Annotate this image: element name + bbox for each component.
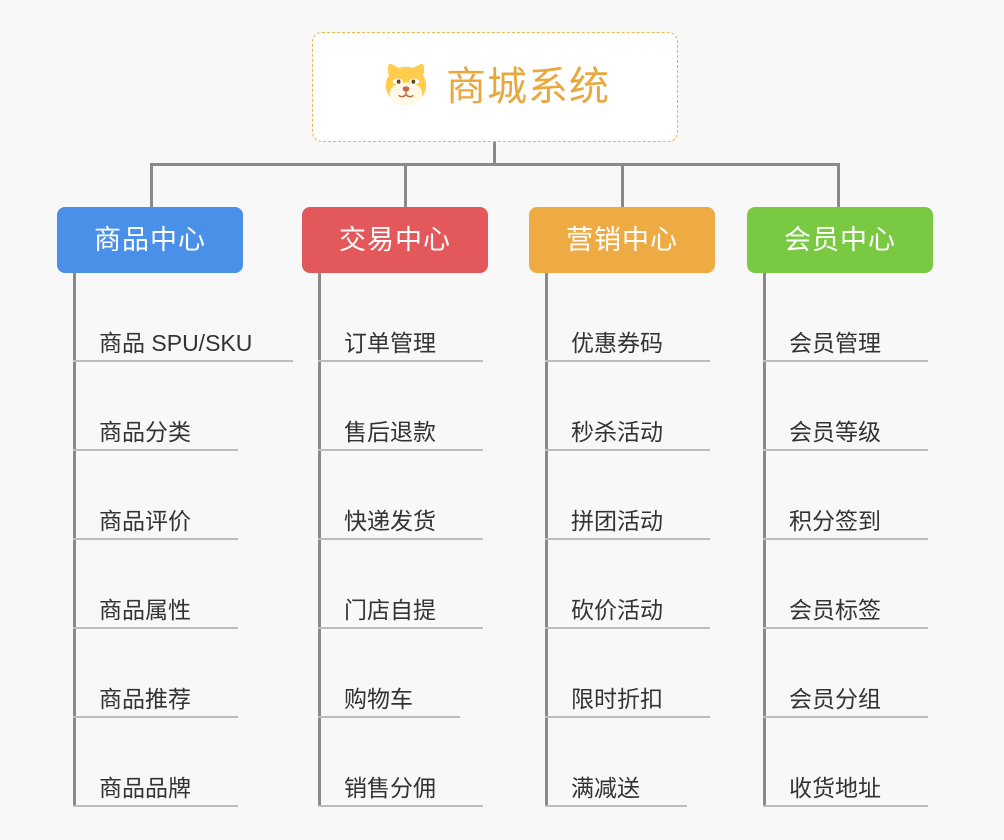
connector-drop-product-center	[150, 163, 153, 208]
connector-drop-member-center	[837, 163, 840, 208]
leaf-label: 门店自提	[344, 596, 436, 623]
column-spine	[318, 273, 321, 807]
list-item[interactable]: 秒杀活动	[545, 362, 710, 451]
leaf-label: 会员管理	[789, 329, 881, 356]
root-title: 商城系统	[446, 65, 610, 109]
column-spine	[545, 273, 548, 807]
leaf-list-trade-center: 订单管理 售后退款 快递发货 门店自提 购物车 销售分佣	[318, 273, 483, 807]
leaf-label: 商品 SPU/SKU	[99, 329, 253, 356]
leaf-label: 商品品牌	[99, 774, 191, 801]
leaf-underline	[318, 805, 483, 807]
leaf-label: 商品属性	[99, 596, 191, 623]
list-item[interactable]: 商品评价	[73, 451, 264, 540]
connector-drop-marketing-center	[621, 163, 624, 208]
leaf-label: 满减送	[571, 774, 640, 801]
leaf-underline	[763, 449, 928, 451]
leaf-underline	[545, 538, 710, 540]
leaf-label: 秒杀活动	[571, 418, 663, 445]
list-item[interactable]: 销售分佣	[318, 718, 483, 807]
list-item[interactable]: 会员标签	[763, 540, 928, 629]
connector-root-stem	[493, 142, 496, 166]
leaf-underline	[73, 805, 238, 807]
leaf-list-marketing-center: 优惠券码 秒杀活动 拼团活动 砍价活动 限时折扣 满减送	[545, 273, 710, 807]
leaf-label: 售后退款	[344, 418, 436, 445]
column-spine	[73, 273, 76, 807]
list-item[interactable]: 商品品牌	[73, 718, 264, 807]
leaf-label: 限时折扣	[571, 685, 663, 712]
category-label: 商品中心	[94, 224, 206, 255]
leaf-underline	[763, 805, 928, 807]
category-label: 交易中心	[339, 224, 451, 255]
category-box-trade-center[interactable]: 交易中心	[302, 207, 488, 273]
leaf-label: 快递发货	[344, 507, 436, 534]
category-box-member-center[interactable]: 会员中心	[747, 207, 933, 273]
list-item[interactable]: 门店自提	[318, 540, 483, 629]
list-item[interactable]: 会员分组	[763, 629, 928, 718]
leaf-label: 会员等级	[789, 418, 881, 445]
list-item[interactable]: 购物车	[318, 629, 460, 718]
list-item[interactable]: 收货地址	[763, 718, 928, 807]
list-item[interactable]: 售后退款	[318, 362, 483, 451]
leaf-list-product-center: 商品 SPU/SKU 商品分类 商品评价 商品属性 商品推荐 商品品牌	[73, 273, 293, 807]
leaf-underline	[763, 716, 928, 718]
category-box-marketing-center[interactable]: 营销中心	[529, 207, 715, 273]
leaf-label: 优惠券码	[571, 329, 663, 356]
leaf-label: 拼团活动	[571, 507, 663, 534]
leaf-underline	[763, 360, 928, 362]
leaf-underline	[763, 627, 928, 629]
leaf-label: 商品评价	[99, 507, 191, 534]
list-item[interactable]: 快递发货	[318, 451, 483, 540]
leaf-underline	[73, 538, 238, 540]
leaf-underline	[545, 627, 710, 629]
leaf-underline	[318, 449, 483, 451]
leaf-label: 订单管理	[344, 329, 436, 356]
list-item[interactable]: 优惠券码	[545, 273, 710, 362]
leaf-underline	[73, 716, 238, 718]
category-box-product-center[interactable]: 商品中心	[57, 207, 243, 273]
list-item[interactable]: 会员等级	[763, 362, 928, 451]
leaf-underline	[73, 360, 293, 362]
leaf-underline	[318, 627, 483, 629]
leaf-underline	[73, 627, 238, 629]
column-spine	[763, 273, 766, 807]
leaf-underline	[73, 449, 238, 451]
list-item[interactable]: 限时折扣	[545, 629, 710, 718]
leaf-underline	[318, 360, 483, 362]
list-item[interactable]: 商品推荐	[73, 629, 264, 718]
category-label: 会员中心	[784, 224, 896, 255]
list-item[interactable]: 商品分类	[73, 362, 264, 451]
category-label: 营销中心	[566, 224, 678, 255]
leaf-underline	[545, 449, 710, 451]
list-item[interactable]: 砍价活动	[545, 540, 710, 629]
leaf-label: 商品推荐	[99, 685, 191, 712]
leaf-underline	[545, 805, 687, 807]
list-item[interactable]: 拼团活动	[545, 451, 710, 540]
leaf-underline	[545, 360, 710, 362]
leaf-label: 收货地址	[789, 774, 881, 801]
leaf-label: 购物车	[344, 685, 413, 712]
connector-drop-trade-center	[404, 163, 407, 208]
connector-horizontal-bus	[150, 163, 840, 166]
leaf-label: 会员分组	[789, 685, 881, 712]
leaf-underline	[763, 538, 928, 540]
leaf-label: 积分签到	[789, 507, 881, 534]
dog-face-icon	[385, 63, 427, 106]
root-node[interactable]: 商城系统	[312, 32, 678, 142]
list-item[interactable]: 满减送	[545, 718, 687, 807]
list-item[interactable]: 商品 SPU/SKU	[73, 273, 293, 362]
leaf-underline	[318, 538, 483, 540]
leaf-list-member-center: 会员管理 会员等级 积分签到 会员标签 会员分组 收货地址	[763, 273, 928, 807]
leaf-underline	[545, 716, 710, 718]
list-item[interactable]: 积分签到	[763, 451, 928, 540]
leaf-label: 会员标签	[789, 596, 881, 623]
list-item[interactable]: 商品属性	[73, 540, 264, 629]
leaf-underline	[318, 716, 460, 718]
leaf-label: 砍价活动	[571, 596, 663, 623]
list-item[interactable]: 会员管理	[763, 273, 928, 362]
list-item[interactable]: 订单管理	[318, 273, 483, 362]
leaf-label: 商品分类	[99, 418, 191, 445]
leaf-label: 销售分佣	[344, 774, 436, 801]
